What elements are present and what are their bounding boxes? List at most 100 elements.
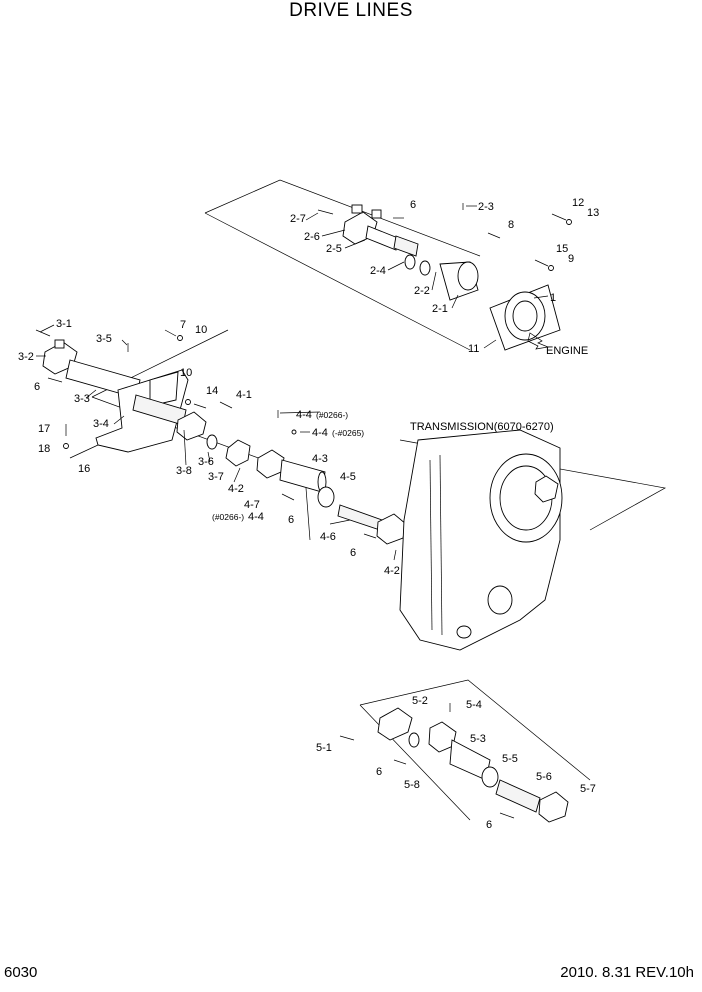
ring-5-8	[408, 732, 420, 748]
callout-4-4a-note: (#0266-)	[316, 410, 348, 420]
callout-1: 1	[550, 292, 556, 304]
rear-shaft-assembly	[339, 703, 569, 823]
callout-5-6: 5-6	[536, 771, 552, 783]
callout-4-4c: 4-4	[248, 511, 264, 523]
yoke-5-7	[538, 791, 569, 823]
washer-18	[63, 443, 69, 449]
callout-labels: ENGINE TRANSMISSION(6070-6270) 1 2-1 2-2…	[18, 197, 599, 831]
engine-arrow-icon	[527, 332, 550, 350]
yoke-4-2	[376, 513, 407, 545]
callout-4-7: 4-7	[244, 499, 260, 511]
washer-9	[548, 265, 554, 271]
callout-15: 15	[556, 243, 568, 255]
center-bearing-assembly	[35, 329, 251, 467]
bolt-12	[551, 213, 567, 221]
bolt-6	[47, 377, 63, 383]
callout-2-4: 2-4	[370, 265, 386, 277]
shaft-2-5	[365, 225, 399, 251]
seal-ring-4-5	[317, 486, 335, 508]
callout-6e: 6	[376, 766, 382, 778]
shaft-4-6	[337, 504, 383, 531]
bolt-7	[164, 329, 177, 337]
yoke-cap	[351, 204, 363, 214]
callout-11: 11	[468, 343, 479, 355]
callout-3-6: 3-6	[198, 456, 214, 468]
yoke-4-7	[256, 449, 285, 479]
callout-10a: 10	[195, 324, 207, 336]
callout-9: 9	[568, 253, 574, 265]
upper-shaft-assembly	[317, 203, 572, 351]
output-yoke	[534, 475, 559, 503]
ring-3-6	[206, 434, 218, 450]
washer-10	[177, 335, 183, 341]
callout-14: 14	[206, 385, 218, 397]
callout-5-1: 5-1	[316, 742, 332, 754]
bolt-6b	[363, 533, 377, 539]
callout-8: 8	[508, 219, 514, 231]
callout-6b: 6	[34, 381, 40, 393]
callout-4-5: 4-5	[340, 471, 356, 483]
callout-6c: 6	[288, 514, 294, 526]
callout-18: 18	[38, 443, 50, 455]
callout-5-7: 5-7	[580, 783, 596, 795]
revision-date: 2010. 8.31 REV.10h	[560, 964, 694, 981]
callout-4-1: 4-1	[236, 389, 252, 401]
callout-3-7: 3-7	[208, 471, 224, 483]
callout-5-2: 5-2	[412, 695, 428, 707]
callout-3-8: 3-8	[176, 465, 192, 477]
bolt-8	[487, 232, 501, 239]
callout-4-4b: 4-4	[312, 427, 328, 439]
callout-5-8: 5-8	[404, 779, 420, 791]
middle-shaft-assembly	[256, 410, 407, 545]
callout-4-4b-note: (-#0265)	[332, 428, 364, 438]
callout-5-4: 5-4	[466, 699, 482, 711]
bolt-5-1	[339, 735, 355, 741]
callout-3-5: 3-5	[96, 333, 112, 345]
shaft-5-6	[495, 779, 541, 813]
cross-4-2	[225, 439, 251, 467]
bolt-6b	[499, 812, 515, 819]
bolt-3-1	[35, 329, 51, 337]
bolt-14	[193, 403, 207, 409]
callout-4-4a: 4-4	[296, 409, 312, 421]
bolt-4-1	[219, 401, 233, 409]
page-number: 6030	[4, 964, 38, 981]
callout-17: 17	[38, 423, 50, 435]
yoke-5-2	[377, 707, 413, 741]
page-title: DRIVE LINES	[289, 0, 413, 21]
bolt-6	[393, 759, 407, 765]
transmission-label: TRANSMISSION(6070-6270)	[410, 421, 554, 433]
callout-2-1: 2-1	[432, 303, 448, 315]
bolt-15	[534, 259, 549, 267]
callout-4-2b: 4-2	[384, 565, 400, 577]
callout-5-3: 5-3	[470, 733, 486, 745]
callout-7: 7	[180, 319, 186, 331]
callout-3-4: 3-4	[93, 418, 109, 430]
callout-4-2a: 4-2	[228, 483, 244, 495]
callout-16: 16	[78, 463, 90, 475]
seal-ring-2-4	[404, 254, 416, 270]
bolt-2-7	[317, 209, 334, 215]
callout-2-7: 2-7	[290, 213, 306, 225]
callout-6a: 6	[410, 199, 416, 211]
callout-5-5: 5-5	[502, 753, 518, 765]
callout-6f: 6	[486, 819, 492, 831]
transmission-housing	[399, 429, 563, 651]
callout-2-6: 2-6	[304, 231, 320, 243]
washer-13	[566, 219, 572, 225]
callout-4-3: 4-3	[312, 453, 328, 465]
callout-13: 13	[587, 207, 599, 219]
grease-4-4b	[291, 429, 297, 435]
leader-lines	[36, 205, 549, 561]
engine-label: ENGINE	[546, 345, 588, 357]
callout-12: 12	[572, 197, 584, 209]
callout-4-4c-note: (#0266-)	[212, 512, 244, 522]
callout-3-3: 3-3	[74, 393, 90, 405]
callout-10b: 10	[180, 367, 192, 379]
seal-ring-2-2	[419, 260, 431, 276]
callout-2-3: 2-3	[478, 201, 494, 213]
callout-2-5: 2-5	[326, 243, 342, 255]
callout-3-2: 3-2	[18, 351, 34, 363]
callout-4-6: 4-6	[320, 531, 336, 543]
